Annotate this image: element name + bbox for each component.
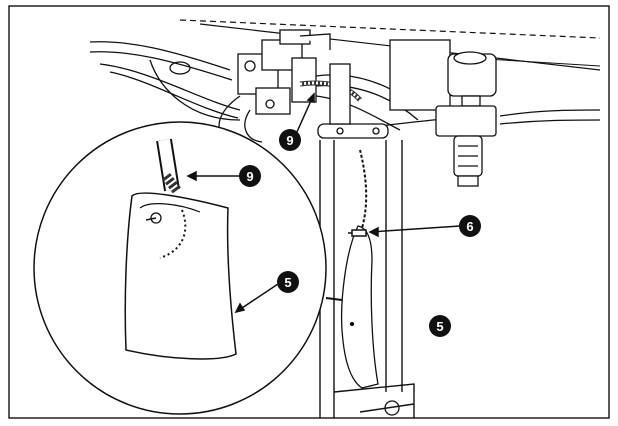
bag-detail <box>124 192 237 360</box>
hose-clamp <box>169 61 191 75</box>
callout-5-main: 5 <box>429 315 451 337</box>
bag-main <box>341 149 379 389</box>
stand-legs <box>319 140 415 418</box>
solenoid-valve <box>447 51 497 107</box>
callout-9-main: 9 <box>279 129 301 151</box>
table-edge <box>179 19 601 39</box>
callout-6: 6 <box>459 215 481 237</box>
callout-6-label: 6 <box>466 219 473 234</box>
callout-9-main-label: 9 <box>286 133 293 148</box>
callout-9-detail: 9 <box>239 165 261 187</box>
floor-bolt <box>384 400 400 416</box>
callout-5-main-label: 5 <box>436 319 443 334</box>
detail-leader <box>325 297 343 301</box>
filter-regulator <box>435 105 497 187</box>
valve-block <box>237 29 331 115</box>
bag-screw <box>348 229 367 237</box>
bracket <box>317 39 451 139</box>
callout-5-detail-label: 5 <box>284 275 291 290</box>
callout-5-detail: 5 <box>277 271 299 293</box>
callout-9-detail-label: 9 <box>246 169 253 184</box>
leader-lines <box>186 92 461 314</box>
air-hoses-left <box>89 41 241 121</box>
detail-view <box>33 121 327 415</box>
